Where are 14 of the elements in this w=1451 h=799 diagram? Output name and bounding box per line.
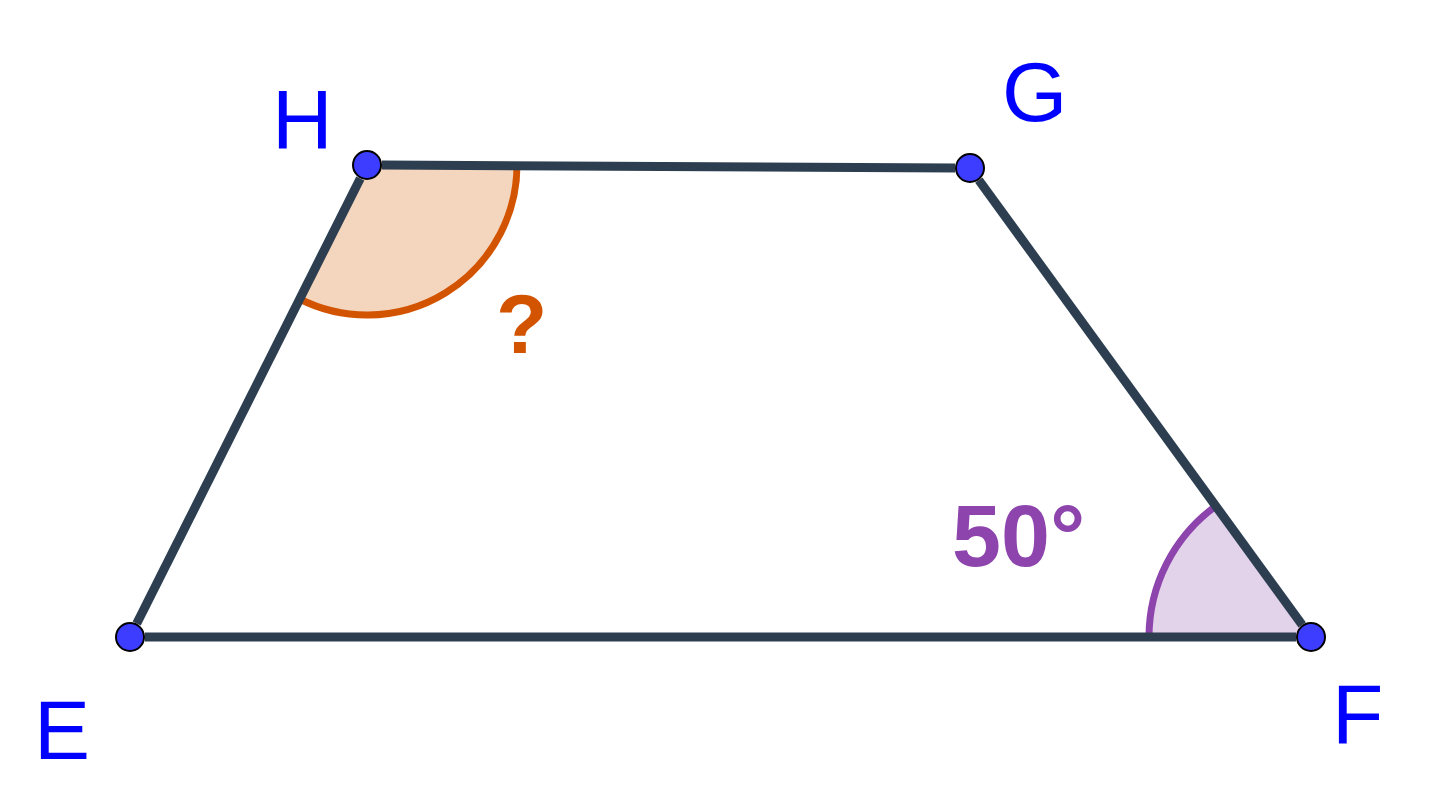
vertex-point xyxy=(115,622,145,652)
side-line xyxy=(975,177,1306,628)
vertex-label: G xyxy=(1002,50,1068,134)
vertex-point xyxy=(352,150,382,180)
vertex-label: F xyxy=(1332,672,1384,756)
side-line xyxy=(145,632,1296,642)
vertex-label: E xyxy=(34,688,91,772)
angle-label: 50° xyxy=(952,492,1086,580)
side-line xyxy=(132,176,365,626)
vertex-point xyxy=(1296,622,1326,652)
vertex-label: H xyxy=(272,78,333,162)
side-line xyxy=(381,160,956,173)
angle-label: ? xyxy=(496,282,548,366)
vertex-point xyxy=(955,153,985,183)
